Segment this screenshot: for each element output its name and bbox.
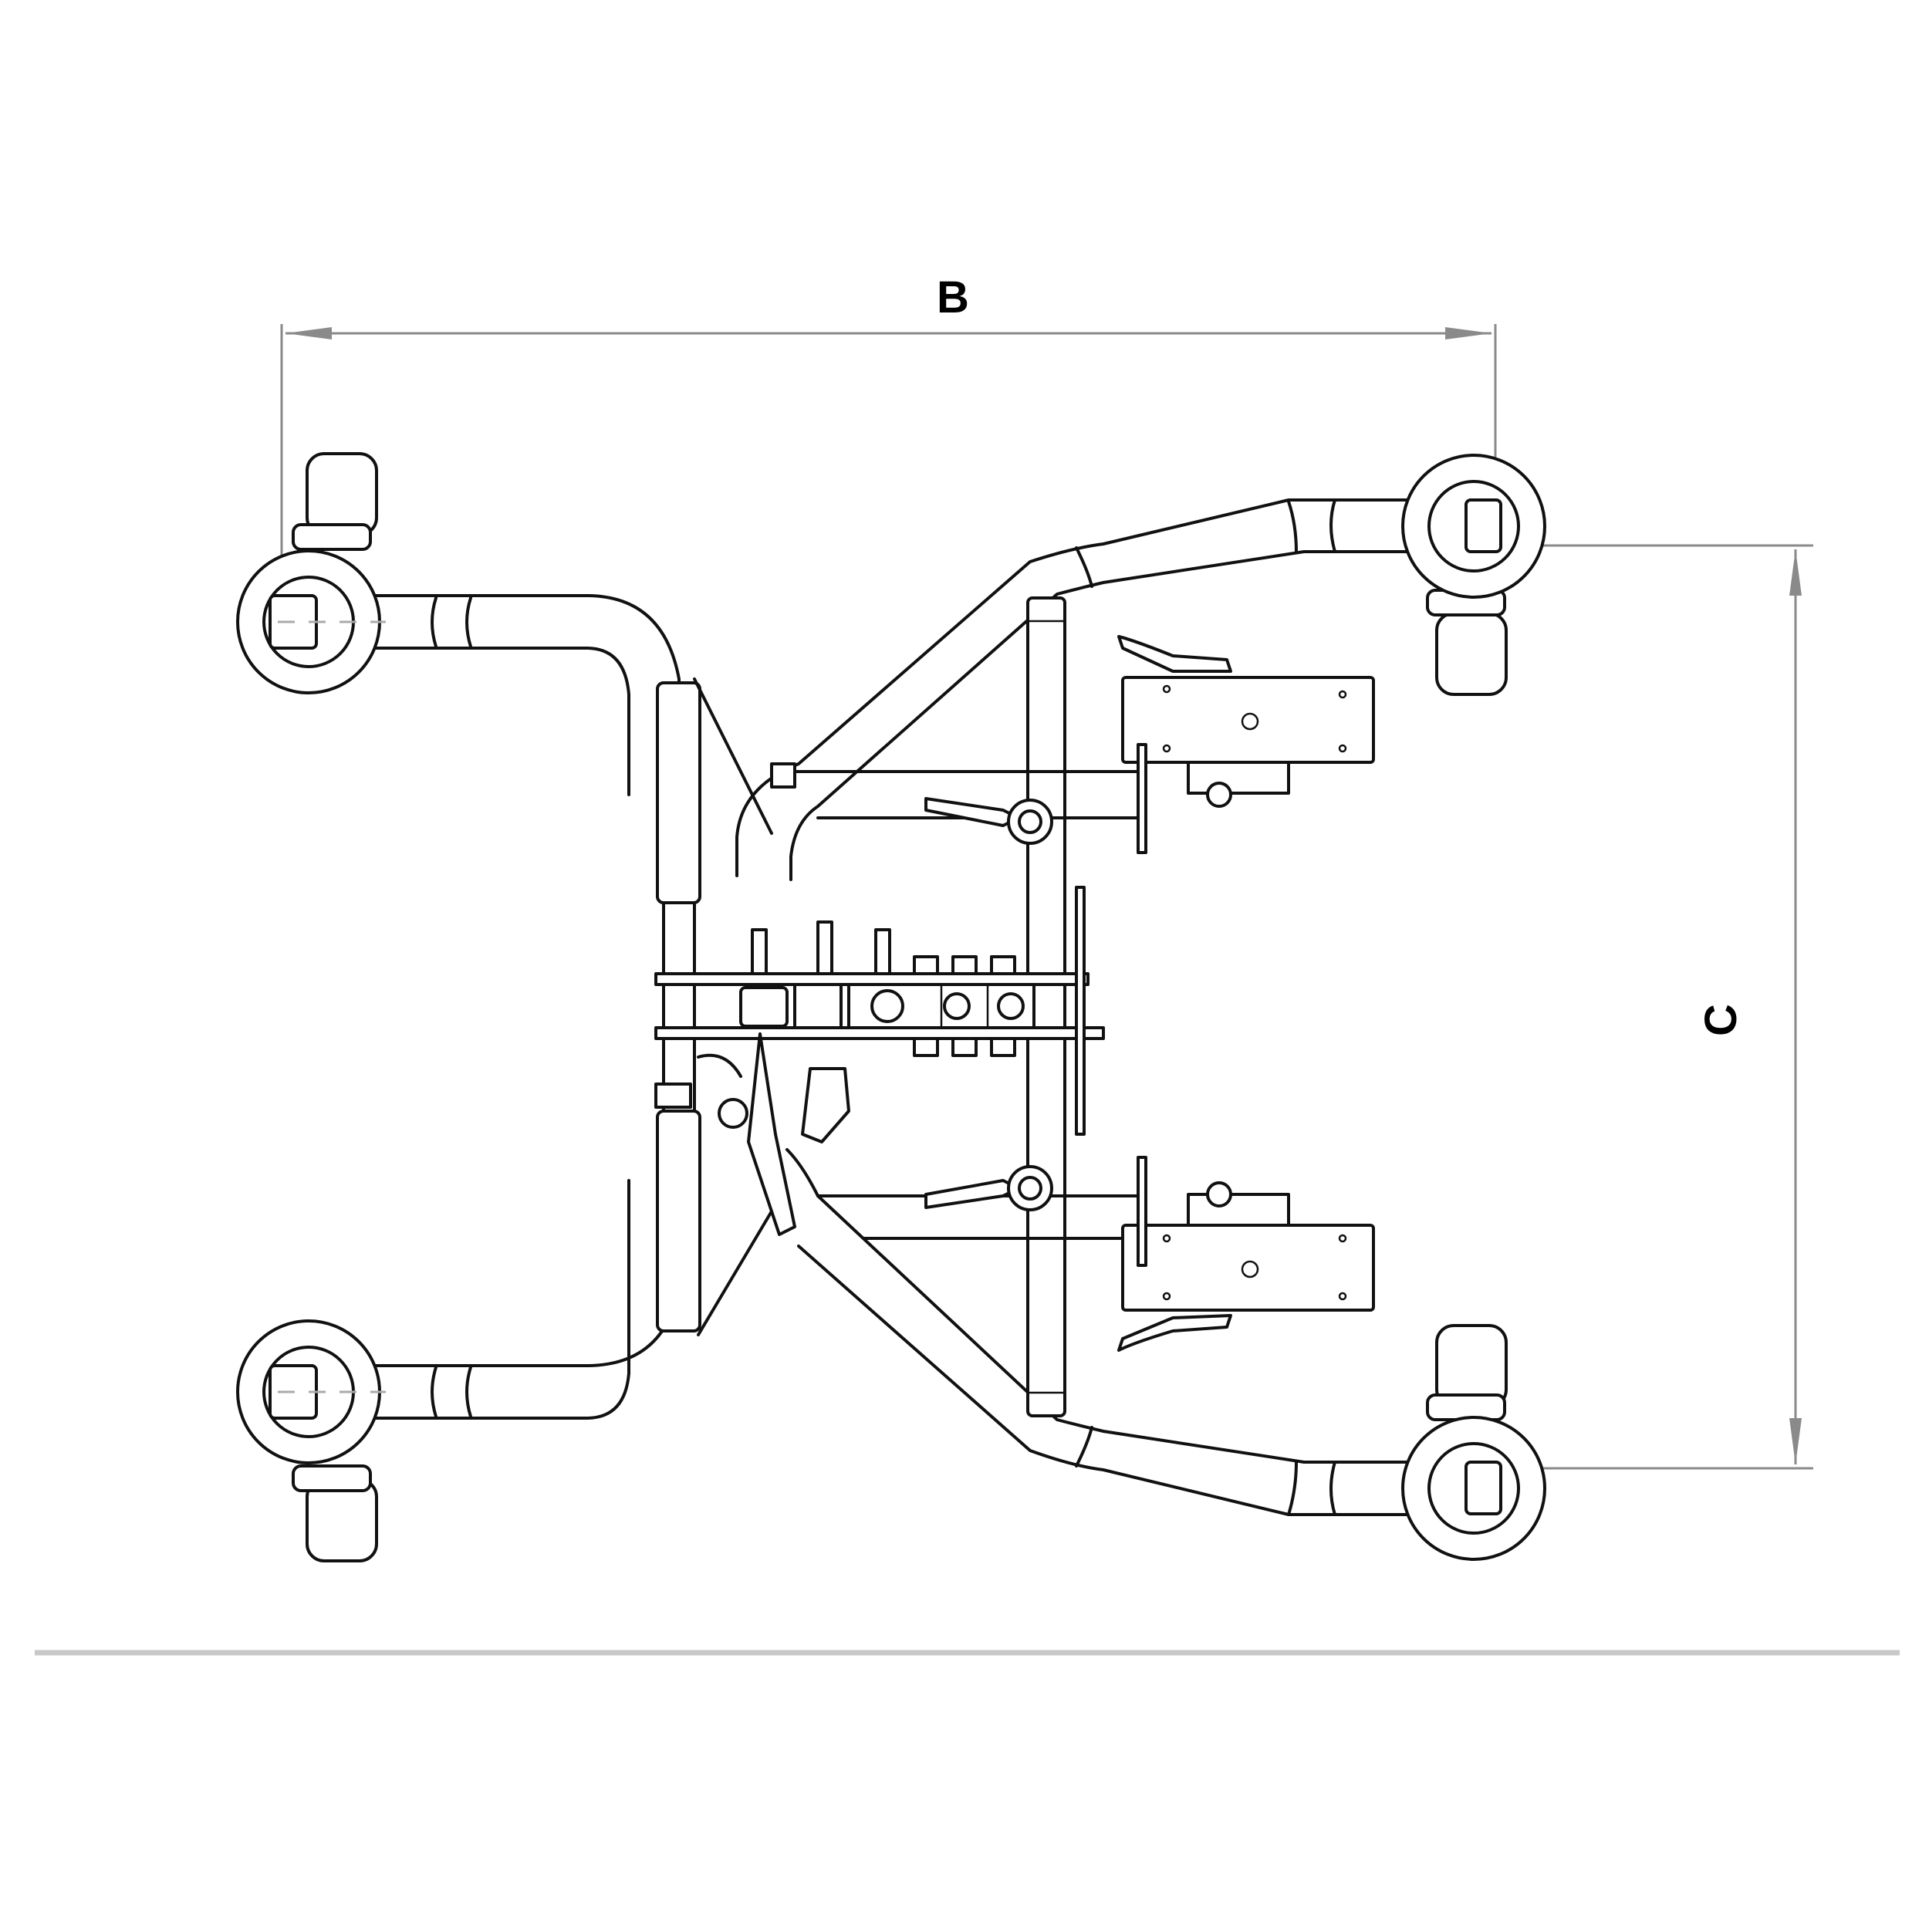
- spring: [697, 1053, 742, 1078]
- rear-upper-tube-outer: [269, 594, 681, 789]
- clamp-knob-assembly: [1187, 1193, 1290, 1227]
- ring: [465, 1366, 472, 1418]
- pivot-knob: [718, 1098, 748, 1129]
- ring: [431, 1366, 437, 1418]
- upper-mount-plate: [1121, 676, 1375, 764]
- lower-handle-assembly: [924, 1156, 1375, 1352]
- latch-block: [793, 983, 843, 1029]
- bearing: [870, 989, 904, 1023]
- caster-front-right-lower: [1401, 1324, 1546, 1561]
- dimension-c: C: [1535, 544, 1813, 1470]
- nut: [913, 955, 939, 975]
- ring: [431, 596, 437, 648]
- bearing: [943, 992, 971, 1020]
- vertical-bracket: [1075, 886, 1086, 1136]
- front-upper-tube-inner: [789, 550, 1498, 881]
- nut: [990, 955, 1016, 975]
- frame: [269, 498, 1498, 1516]
- upper-padding-sleeve: [656, 681, 701, 904]
- front-lower-tube-outer: [797, 1245, 1498, 1516]
- lower-padding-sleeve: [656, 1110, 701, 1332]
- ring: [1329, 498, 1336, 553]
- ring: [1287, 500, 1298, 553]
- caster-front-right-upper: [1401, 454, 1546, 696]
- rear-upper-tube-inner: [269, 647, 630, 796]
- knob: [1206, 782, 1232, 808]
- caster-swivel-housing: [1435, 612, 1508, 696]
- bearing: [997, 992, 1025, 1020]
- clamp-knob-assembly: [1187, 761, 1290, 795]
- rear-lower-tube-inner: [269, 1179, 630, 1420]
- brace: [697, 1210, 773, 1336]
- ring: [1075, 1426, 1093, 1468]
- front-upper-tube-outer: [735, 498, 1498, 877]
- lower-clamp-lever: [1117, 1314, 1232, 1352]
- mechanism-plate-bottom: [654, 1026, 1105, 1040]
- bolt: [751, 928, 768, 975]
- lower-mount-plate: [1121, 1224, 1375, 1312]
- mechanism-plate-top: [654, 972, 1089, 986]
- clamp-block: [770, 762, 796, 789]
- plate-edge: [1137, 743, 1147, 854]
- upper-clamp-lever: [1117, 635, 1232, 673]
- collar: [654, 1083, 692, 1109]
- caster-rear-left-lower: [236, 1319, 386, 1562]
- caster-swivel-housing: [306, 452, 378, 536]
- side-lever: [924, 797, 1020, 827]
- dimension-b-label: B: [937, 272, 969, 323]
- brace: [693, 677, 773, 835]
- nut: [951, 955, 978, 975]
- nut: [990, 1037, 1016, 1057]
- bolt: [874, 928, 891, 975]
- lever-bracket: [801, 1067, 850, 1143]
- front-lower-tube-inner: [785, 1148, 1498, 1464]
- ring: [1287, 1461, 1298, 1516]
- bolt: [816, 920, 833, 975]
- ring: [1329, 1461, 1336, 1516]
- knob: [1206, 1181, 1232, 1208]
- nut: [913, 1037, 939, 1057]
- side-lever: [924, 1179, 1020, 1209]
- caster-rear-left-upper: [236, 452, 386, 694]
- latch-housing: [739, 986, 789, 1028]
- nut: [951, 1037, 978, 1057]
- upper-handle-assembly: [924, 635, 1375, 854]
- ring: [465, 596, 472, 648]
- ring: [1075, 546, 1093, 588]
- plate-edge: [1137, 1156, 1147, 1267]
- dimension-b: B: [280, 272, 1497, 610]
- dimension-c-label: C: [1696, 1004, 1746, 1036]
- release-lever: [747, 1032, 796, 1236]
